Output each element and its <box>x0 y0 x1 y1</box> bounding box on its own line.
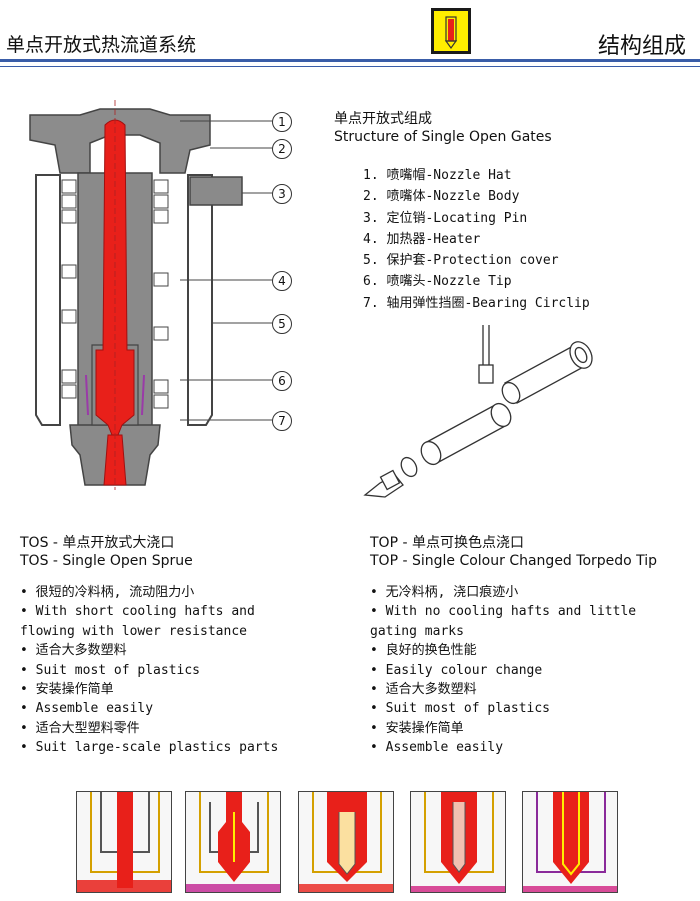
top-feature: • 安装操作简单 <box>370 720 464 736</box>
header-rule <box>0 59 700 62</box>
top-feature: • Assemble easily <box>370 740 504 756</box>
parts-list-item: 6. 喷嘴头-Nozzle Tip <box>363 274 512 290</box>
tos-title-cn: TOS - 单点开放式大浇口 <box>20 535 175 551</box>
tos-feature: • With short cooling hafts and <box>20 604 255 620</box>
header-rule-thin <box>0 66 700 67</box>
tos-title-en: TOS - Single Open Sprue <box>20 553 193 569</box>
top-heading: TOP - 单点可换色点浇口 TOP - Single Colour Chang… <box>370 534 657 570</box>
tos-feature: • Suit large-scale plastics parts <box>20 740 279 756</box>
structure-heading: 单点开放式组成 Structure of Single Open Gates <box>334 110 552 146</box>
parts-list-item: 2. 喷嘴体-Nozzle Body <box>363 189 520 205</box>
parts-list-item: 3. 定位销-Locating Pin <box>363 210 528 226</box>
tos-feature: • 适合大多数塑料 <box>20 643 127 659</box>
tip-thumbnail-torpedo-4 <box>522 791 618 893</box>
tip-thumbnail-sprue <box>76 791 172 893</box>
top-feature: • With no cooling hafts and little <box>370 604 637 620</box>
top-feature: • Suit most of plastics <box>370 701 551 717</box>
top-title-en: TOP - Single Colour Changed Torpedo Tip <box>370 553 658 569</box>
parts-list-item: 7. 轴用弹性挡圈-Bearing Circlip <box>363 295 590 311</box>
tos-feature: • 很短的冷料柄, 流动阻力小 <box>20 585 195 600</box>
tos-feature: • 适合大型塑料零件 <box>20 720 140 736</box>
top-feature: • Easily colour change <box>370 662 543 678</box>
structure-title-en: Structure of Single Open Gates <box>334 129 552 145</box>
callout-1: 1 <box>272 112 292 132</box>
section-title: 结构组成 <box>597 34 686 59</box>
top-features: • 无冷料柄, 浇口痕迹小 • With no cooling hafts an… <box>370 583 636 758</box>
callout-7: 7 <box>272 411 292 431</box>
callout-6: 6 <box>272 371 292 391</box>
nozzle-logo-icon <box>431 8 471 54</box>
callout-4: 4 <box>272 271 292 291</box>
parts-list-item: 4. 加热器-Heater <box>363 231 481 247</box>
parts-list-item: 5. 保护套-Protection cover <box>363 253 559 269</box>
tip-thumbnail-torpedo-1 <box>185 791 281 893</box>
tip-thumbnail-torpedo-3 <box>410 791 506 893</box>
parts-list-item: 1. 喷嘴帽-Nozzle Hat <box>363 168 512 183</box>
top-feature: • 良好的换色性能 <box>370 643 477 659</box>
top-feature: • 无冷料柄, 浇口痕迹小 <box>370 585 519 600</box>
tos-feature: • Assemble easily <box>20 701 154 717</box>
callout-5: 5 <box>272 314 292 334</box>
structure-title-cn: 单点开放式组成 <box>334 111 432 127</box>
top-feature: • 适合大多数塑料 <box>370 682 477 698</box>
callout-leaders <box>180 120 272 421</box>
page-title: 单点开放式热流道系统 <box>6 34 197 56</box>
nozzle-cutaway-drawing <box>29 100 243 490</box>
tos-feature: • 安装操作简单 <box>20 682 114 698</box>
top-feature: gating marks <box>370 623 464 639</box>
exploded-view-drawing <box>363 325 593 498</box>
tos-heading: TOS - 单点开放式大浇口 TOS - Single Open Sprue <box>20 534 193 570</box>
tos-feature: flowing with lower resistance <box>20 623 247 639</box>
top-title-cn: TOP - 单点可换色点浇口 <box>370 535 524 551</box>
tos-feature: • Suit most of plastics <box>20 662 201 678</box>
tos-features: • 很短的冷料柄, 流动阻力小 • With short cooling haf… <box>20 583 278 758</box>
callout-2: 2 <box>272 139 292 159</box>
parts-list: 1. 喷嘴帽-Nozzle Hat 2. 喷嘴体-Nozzle Body 3. … <box>363 165 590 314</box>
callout-3: 3 <box>272 184 292 204</box>
tip-thumbnail-torpedo-2 <box>298 791 394 893</box>
